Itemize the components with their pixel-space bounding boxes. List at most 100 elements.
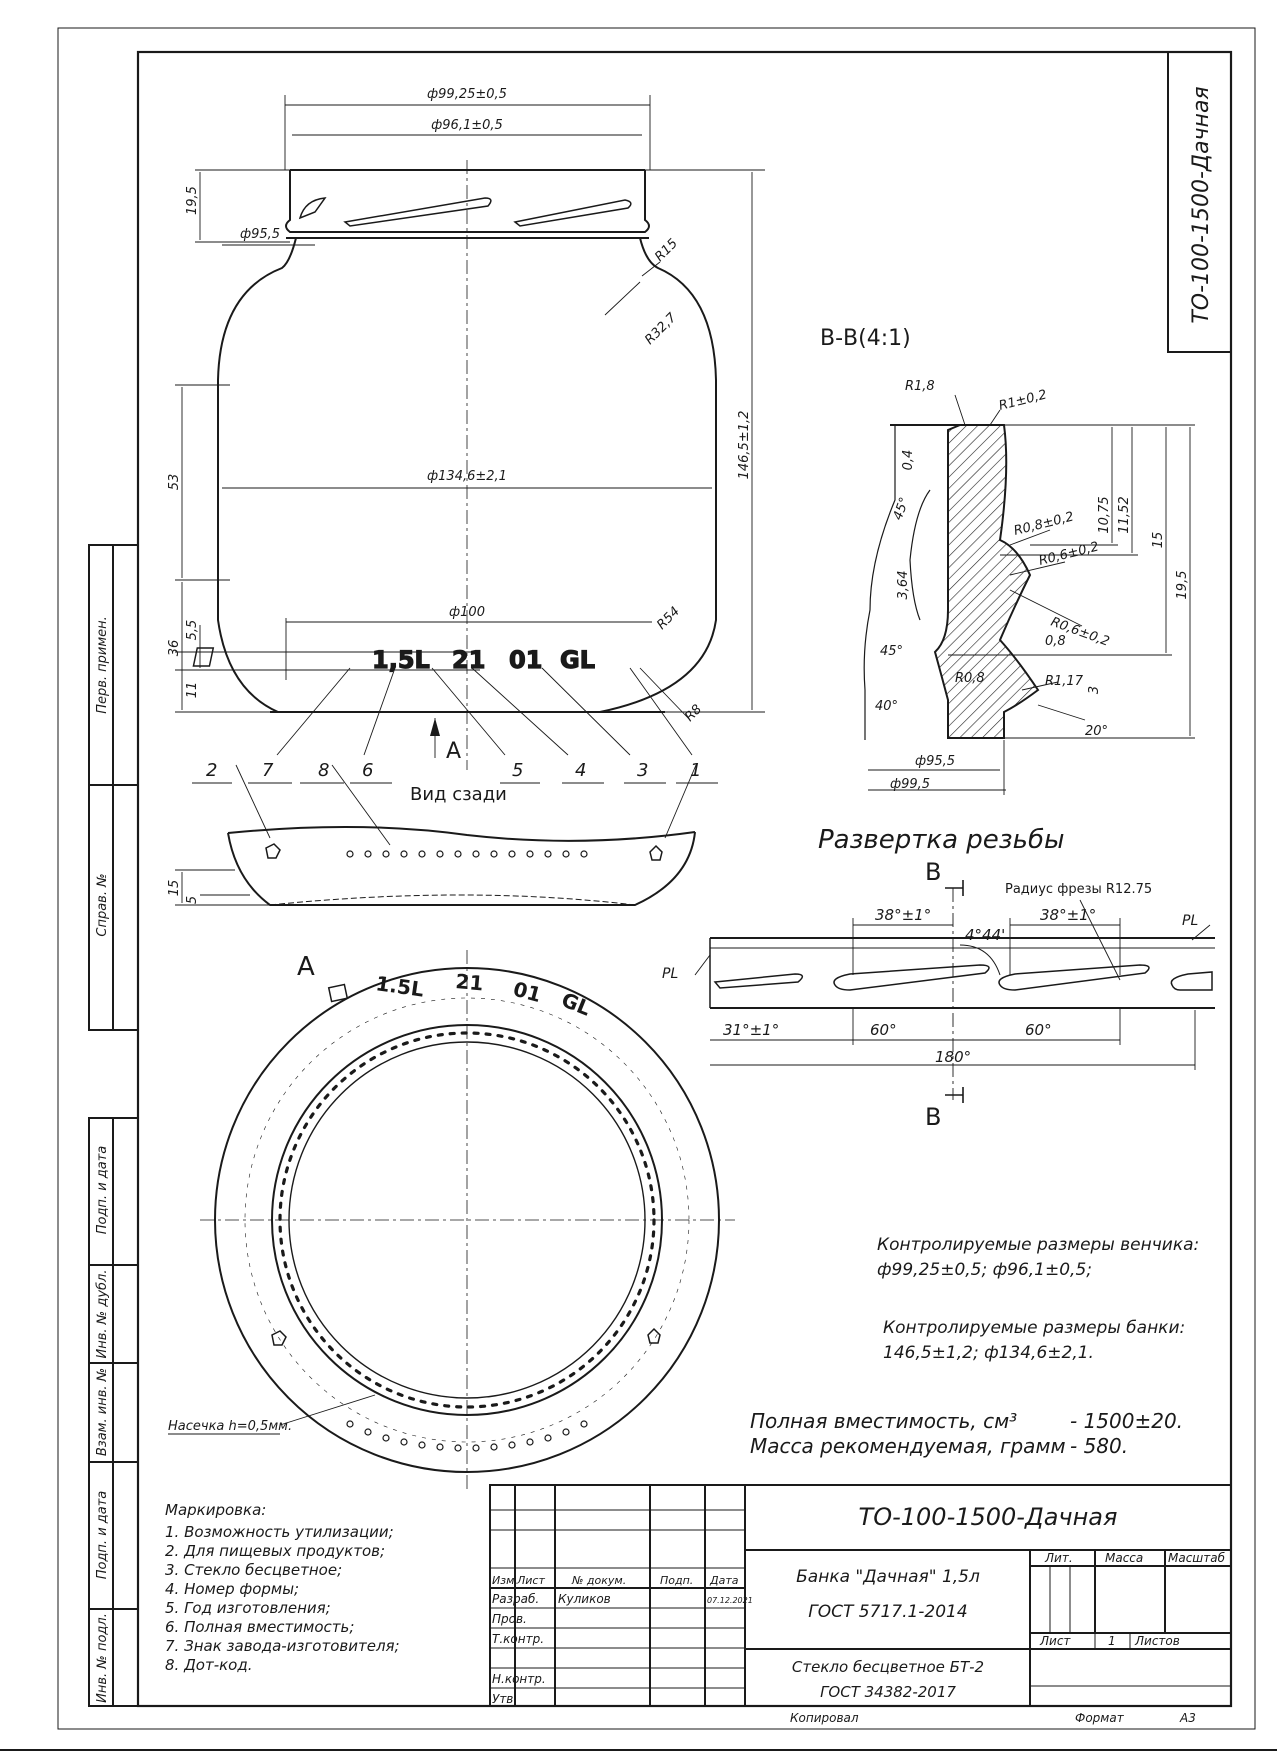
thread-a180: 180° [935, 1048, 971, 1066]
strip-label-sprav: Справ. № [95, 873, 110, 936]
thread-a4-44: 4°44' [965, 926, 1005, 944]
controlled-dims: Контролируемые размеры венчика: ф99,25±0… [877, 1235, 1199, 1363]
strip-label-perv: Перв. примен. [95, 616, 110, 714]
sec-d3-64: 3,64 [896, 571, 911, 600]
sec-a40: 40° [875, 699, 898, 714]
sec-h10-75: 10,75 [1097, 496, 1112, 533]
thread-pl-right: PL [1182, 913, 1198, 929]
tb-scale: Масштаб [1168, 1551, 1226, 1565]
dim-h36: 36 [167, 640, 182, 657]
marking-title: Маркировка: [165, 1501, 266, 1519]
tb-sheet-no: 1 [1108, 1634, 1116, 1648]
bottom-view-dots [346, 1420, 588, 1452]
marking-item-7: 7. Знак завода-изготовителя; [165, 1637, 400, 1655]
sec-h15: 15 [1151, 532, 1166, 549]
ring-mould: 01 [511, 977, 544, 1007]
thread-a38-left: 38°±1° [875, 906, 931, 924]
sec-d3: 3 [1087, 686, 1102, 694]
ring-capacity: 1.5L [374, 971, 425, 1002]
sec-r1-0-2: R1±0,2 [997, 388, 1048, 414]
tb-mass: Масса [1105, 1551, 1143, 1565]
marking-item-8: 8. Дот-код. [165, 1656, 253, 1674]
dim-d95: ф95,5 [240, 227, 280, 242]
dim-h146: 146,5±1,2 [737, 411, 752, 480]
thread-texts: В В Радиус фрезы R12.75 PL PL 38°±1° 38°… [662, 858, 1198, 1131]
title-block-texts: ТО-100-1500-Дачная Банка "Дачная" 1,5л Г… [492, 1503, 1226, 1725]
marking-list: Маркировка: 1. Возможность утилизации; 2… [165, 1501, 400, 1674]
sec-d95-5: ф95,5 [915, 754, 955, 769]
dim-d99: ф99,25±0,5 [427, 87, 507, 102]
controlled-jar-values: 146,5±1,2; ф134,6±2,1. [883, 1343, 1094, 1363]
tb-material2: ГОСТ 34382-2017 [820, 1683, 956, 1701]
bottom-ring-text: 1.5L 21 01 GL [327, 969, 594, 1021]
marking-item-6: 6. Полная вместимость; [165, 1618, 354, 1636]
jar-back-view [227, 825, 696, 906]
back-view-label: Вид сзади [410, 784, 507, 805]
sec-h11-52: 11,52 [1117, 496, 1132, 533]
mass-value: - 580. [1070, 1434, 1128, 1458]
back-view-marks [265, 843, 663, 861]
callout-7: 7 [262, 760, 274, 781]
tb-hdr-podp: Подп. [660, 1574, 693, 1587]
controlled-finish-values: ф99,25±0,5; ф96,1±0,5; [877, 1260, 1092, 1280]
capacity-value: - 1500±20. [1070, 1409, 1183, 1433]
tb-name1: Банка "Дачная" 1,5л [796, 1567, 980, 1587]
sec-r0-8b: R0,8 [955, 671, 985, 686]
tb-copied: Копировал [790, 1711, 859, 1725]
sec-r1-8: R1,8 [905, 379, 935, 394]
dim-r54: R54 [654, 604, 683, 633]
tb-sheets: Листов [1134, 1634, 1180, 1648]
marking-item-4: 4. Номер формы; [165, 1580, 299, 1598]
sec-r0-6a: R0,6±0,2 [1037, 540, 1100, 569]
thread-cutter: Радиус фрезы R12.75 [1005, 882, 1152, 897]
dim-h5-5: 5,5 [185, 620, 200, 641]
dim-r15: R15 [652, 236, 681, 265]
thread-a60-left: 60° [870, 1021, 897, 1039]
mass-label: Масса рекомендуемая, грамм [750, 1434, 1066, 1458]
view-arrow-a: A Вид сзади [410, 718, 507, 805]
ring-year: 21 [455, 969, 485, 995]
callout-6: 6 [362, 760, 373, 781]
thread-title: Развертка резьбы [818, 825, 1065, 855]
section-title: В-В(4:1) [820, 326, 911, 351]
tb-format-value: А3 [1179, 1711, 1196, 1725]
marking-item-2: 2. Для пищевых продуктов; [165, 1542, 385, 1560]
sec-a45: 45° [880, 644, 903, 659]
strip-label-podp1: Подп. и дата [95, 1146, 110, 1235]
callout-2: 2 [206, 760, 217, 781]
left-strip-labels: Перв. примен. Справ. № Подп. и дата Инв.… [95, 616, 110, 1703]
tb-sheet: Лист [1039, 1634, 1071, 1648]
dim-back-h15: 15 [167, 880, 182, 897]
view-arrow-a-label: A [446, 739, 461, 764]
emboss-year: 21 [452, 646, 485, 674]
callout-8: 8 [318, 760, 329, 781]
tb-developer: Куликов [558, 1592, 611, 1606]
dim-back-h5: 5 [185, 896, 200, 904]
ring-maker: GL [558, 987, 594, 1020]
capacity-notes: Полная вместимость, см³ - 1500±20. Масса… [750, 1409, 1183, 1458]
tb-hdr-list: Лист [516, 1574, 545, 1587]
tb-lit: Лит. [1044, 1551, 1073, 1565]
tb-row-nkontr: Н.контр. [492, 1672, 546, 1686]
thread-dims [694, 880, 1211, 1103]
thread-pl-left: PL [662, 966, 678, 982]
thread-mark-bottom: В [925, 1103, 941, 1131]
marking-item-5: 5. Год изготовления; [165, 1599, 331, 1617]
dim-d96: ф96,1±0,5 [431, 118, 503, 133]
notch-note: Насечка h=0,5мм. [168, 1419, 292, 1434]
jar-dim-lines [175, 95, 765, 846]
dim-h19-5: 19,5 [185, 186, 200, 215]
strip-label-vzam: Взам. инв. № [95, 1368, 110, 1456]
callout-4: 4 [575, 760, 586, 781]
callout-3: 3 [637, 760, 648, 781]
emboss-capacity: 1,5L [372, 646, 430, 674]
thread-a31: 31°±1° [723, 1021, 779, 1039]
side-stamp-text: ТО-100-1500-Дачная [1189, 86, 1214, 323]
dim-r32: R32,7 [642, 310, 680, 348]
sec-h19-5: 19,5 [1175, 571, 1190, 600]
sec-r1-17: R1,17 [1045, 674, 1084, 689]
tb-hdr-izm: Изм. [492, 1574, 518, 1587]
controlled-jar-title: Контролируемые размеры банки: [883, 1318, 1185, 1338]
section-profile [863, 424, 1040, 740]
